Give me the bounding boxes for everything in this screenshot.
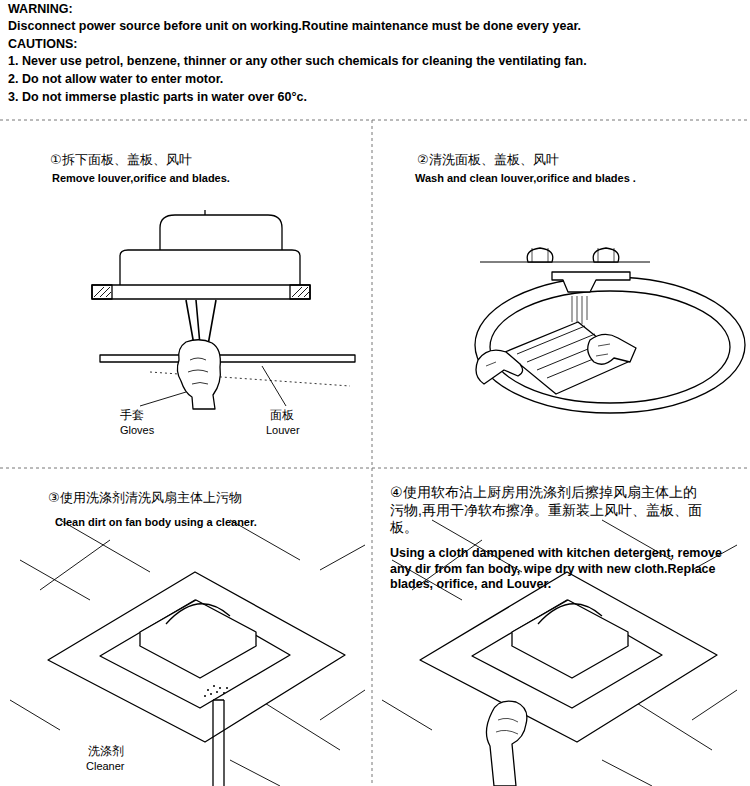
caution-item: 1. Never use petrol, benzene, thinner or… xyxy=(8,54,744,70)
warning-text: Disconnect power source before unit on w… xyxy=(8,19,744,35)
part-name: Gloves xyxy=(120,424,180,438)
part-name: 手套 xyxy=(120,408,180,423)
caution-item: 3. Do not immerse plastic parts in water… xyxy=(8,90,744,106)
sink xyxy=(475,248,745,413)
step-panel: ④使用软布沾上厨房用洗涤剂后擦掉风扇主体上的污物,再用干净软布擦净。重新装上风叶… xyxy=(372,468,750,786)
part-name: Louver xyxy=(266,424,326,438)
step-panel: ①拆下面板、盖板、风叶 Remove louver,orifice and bla… xyxy=(0,120,372,468)
louver xyxy=(100,355,355,386)
part-name: Cleaner xyxy=(86,760,156,774)
step-instruction: Wash and clean louver,orifice and blades… xyxy=(415,172,745,186)
part-name: 洗涤剂 xyxy=(88,744,158,759)
gloved-hand xyxy=(486,701,526,786)
caution-item: 2. Do not allow water to enter motor. xyxy=(8,72,744,88)
fan-housing xyxy=(92,210,310,345)
step-panel: ③使用洗涤剂清洗风扇主体上污物 Clean dirt on fan body us… xyxy=(0,468,372,786)
spray-bottle xyxy=(204,685,228,786)
step-title: ④使用软布沾上厨房用洗涤剂后擦掉风扇主体上的污物,再用干净软布擦净。重新装上风叶… xyxy=(390,484,708,537)
fan-body xyxy=(48,572,345,742)
part-name: 面板 xyxy=(270,408,330,423)
gloved-hand xyxy=(476,334,636,384)
cautions-heading: CAUTIONS: xyxy=(8,37,308,53)
leader-line xyxy=(140,366,286,406)
step-instruction: Remove louver,orifice and blades. xyxy=(52,172,367,186)
step-title: ③使用洗涤剂清洗风扇主体上污物 xyxy=(48,490,363,506)
gloved-hand xyxy=(177,340,220,409)
warning-heading: WARNING: xyxy=(8,2,308,18)
step-instruction: Using a cloth dampened with kitchen dete… xyxy=(390,546,735,593)
step-title: ①拆下面板、盖板、风叶 xyxy=(50,152,360,168)
panel-divider xyxy=(0,120,750,786)
fan-body xyxy=(420,572,717,742)
step-title: ②清洗面板、盖板、风叶 xyxy=(417,152,737,168)
step-panel: ②清洗面板、盖板、风叶 Wash and clean louver,orifice… xyxy=(372,120,750,468)
step-instruction: Clean dirt on fan body using a cleaner. xyxy=(55,516,367,530)
ceiling-grid xyxy=(10,520,737,786)
